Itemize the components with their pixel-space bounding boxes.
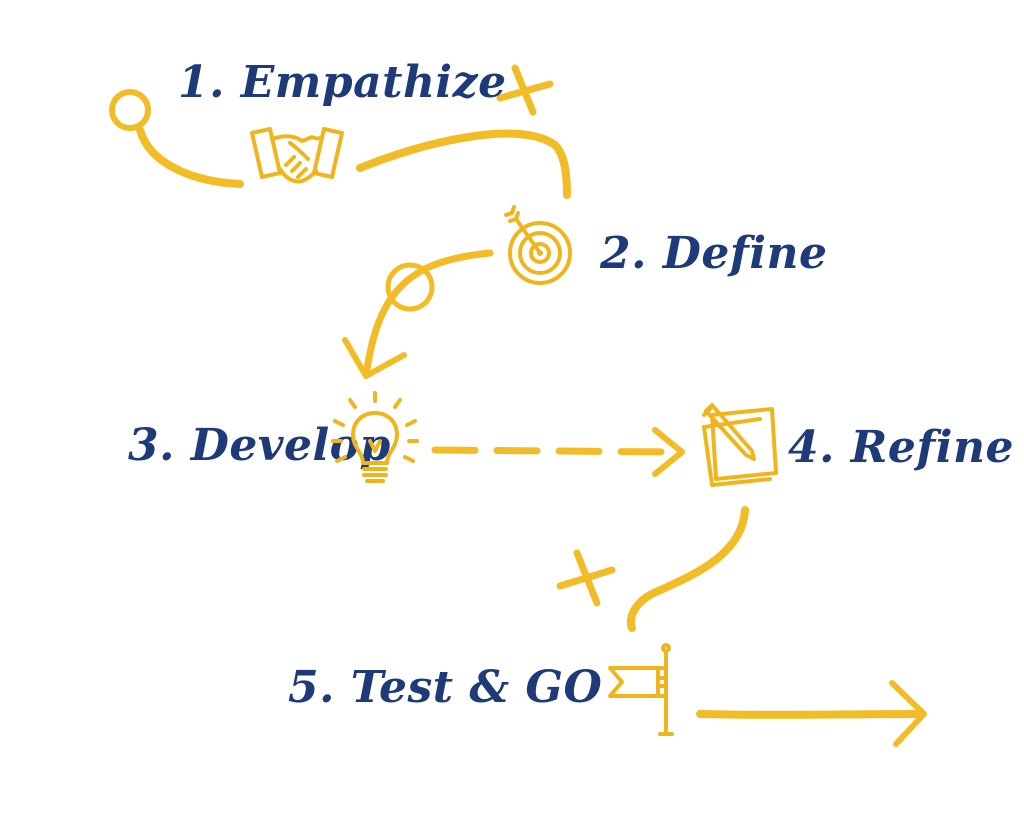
cross-mark-top	[496, 64, 554, 116]
path-empathize-to-define	[356, 129, 571, 199]
final-arrowhead	[889, 680, 927, 747]
step-empathize: 1. Empathize	[178, 57, 507, 184]
notes-pencil-icon	[702, 403, 778, 487]
path-start-to-empathize	[136, 126, 244, 188]
arrowhead-to-refine	[652, 427, 685, 477]
midway-circle	[385, 262, 435, 312]
step-develop: 3. Develop	[128, 391, 419, 483]
arrowhead-to-develop	[342, 337, 407, 379]
step-label-define: 2. Define	[599, 228, 828, 279]
step-test-go: 5. Test & GO	[288, 643, 674, 736]
handshake-icon	[250, 127, 344, 184]
dashed-path-develop-to-refine	[431, 446, 674, 456]
step-define: 2. Define	[504, 205, 828, 285]
target-icon	[504, 205, 572, 285]
start-circle	[109, 89, 151, 131]
step-label-refine: 4. Refine	[788, 422, 1014, 473]
lightbulb-icon	[331, 391, 419, 483]
step-refine: 4. Refine	[702, 403, 1014, 487]
process-path	[109, 64, 927, 747]
step-label-test-go: 5. Test & GO	[288, 662, 602, 713]
step-label-develop: 3. Develop	[128, 420, 391, 471]
cross-mark-bottom	[556, 549, 616, 607]
flag-icon	[608, 643, 674, 736]
step-label-empathize: 1. Empathize	[178, 57, 507, 108]
final-arrow-line	[696, 710, 922, 719]
path-refine-to-test	[626, 506, 749, 632]
